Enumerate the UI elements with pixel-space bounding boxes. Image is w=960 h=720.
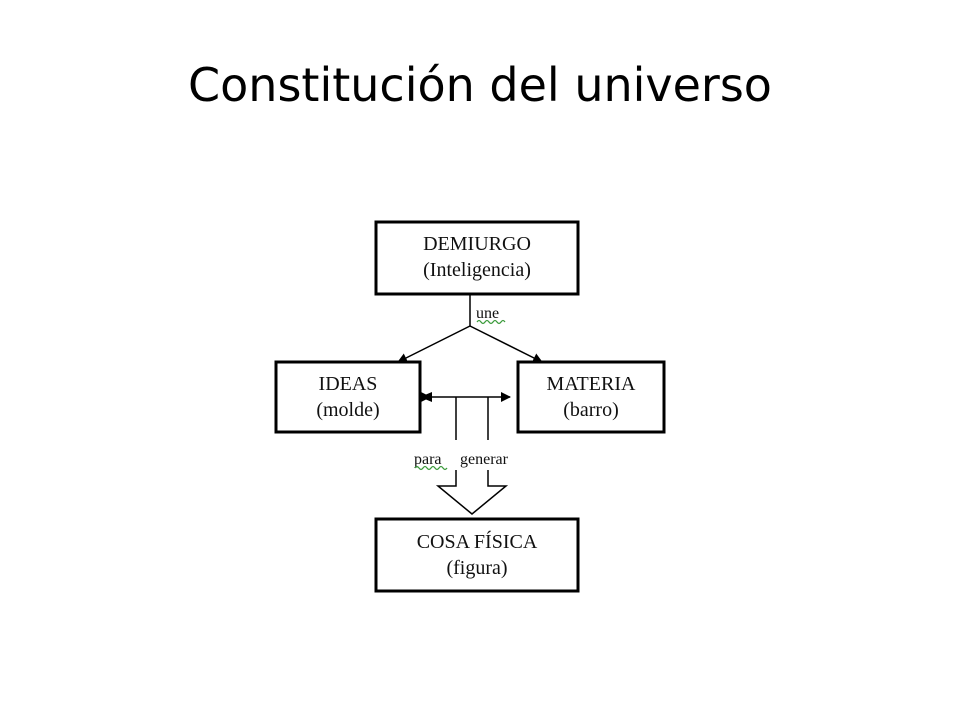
generar-hollow-arrow — [435, 470, 509, 515]
node-demiurgo: DEMIURGO (Inteligencia) — [374, 220, 580, 296]
node-materia-subtitle: (barro) — [563, 399, 619, 421]
arrowhead-left — [420, 392, 432, 402]
node-cosa-fisica: COSA FÍSICA (figura) — [374, 517, 580, 593]
edge-label-para: para — [414, 451, 442, 468]
node-cosa-fisica-subtitle: (figura) — [446, 557, 507, 579]
node-demiurgo-title: DEMIURGO — [423, 233, 531, 255]
une-underline — [476, 319, 506, 325]
edge-label-une: une — [476, 305, 499, 322]
node-ideas: IDEAS (molde) — [274, 360, 422, 434]
node-ideas-title: IDEAS — [319, 373, 378, 395]
node-materia-title: MATERIA — [547, 373, 636, 395]
arrow-to-ideas — [397, 325, 471, 363]
node-cosa-fisica-title: COSA FÍSICA — [417, 530, 538, 553]
node-demiurgo-subtitle: (Inteligencia) — [423, 259, 531, 281]
arrow-to-materia — [469, 325, 543, 363]
node-ideas-subtitle: (molde) — [316, 399, 379, 421]
edge-label-generar: generar — [460, 451, 509, 468]
slide-title: Constitución del universo — [188, 58, 772, 112]
para-underline — [414, 465, 448, 471]
node-materia: MATERIA (barro) — [516, 360, 666, 434]
